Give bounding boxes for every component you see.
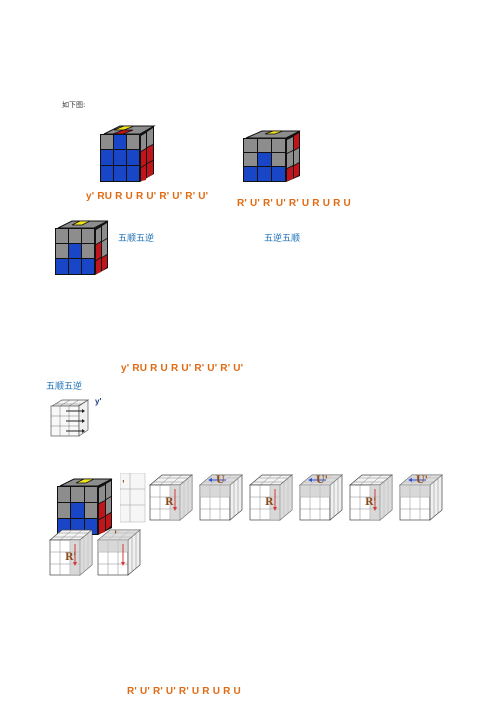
- rotation-diagram: [48, 398, 92, 440]
- step-cube-svg: U: [199, 474, 243, 521]
- algorithm-1: y' RU R U R U' R' U' R' U': [86, 191, 209, 202]
- caption-text: 如下图:: [62, 101, 86, 109]
- cube-image-2: [240, 130, 304, 186]
- rotation-label: y': [95, 397, 102, 406]
- cube-image-3: [52, 220, 112, 278]
- algorithm-3: y' RU R U R U' R' U' R' U': [121, 363, 244, 374]
- step-move-letter: ': [114, 530, 117, 541]
- step-move-letter: R: [165, 497, 174, 508]
- step-move-letter: U': [316, 475, 328, 486]
- step-panel-row2-1: R': [48, 528, 94, 578]
- step-panel-2: U: [198, 473, 244, 523]
- step-cube-svg: R: [249, 474, 293, 521]
- step-move-letter: U': [416, 475, 428, 486]
- step-move-letter: R': [365, 497, 376, 508]
- step-cube-svg: R: [149, 474, 193, 521]
- step-panel-1: R: [148, 473, 194, 523]
- algorithm-4: R' U' R' U' R' U R U R U: [127, 686, 241, 697]
- step-panel-row2-2: ': [96, 528, 142, 578]
- cube-image-1: [96, 124, 160, 186]
- step-panel-6: U': [398, 473, 444, 523]
- step-panel-partial: ': [120, 473, 146, 523]
- step-cube-svg: R': [49, 529, 93, 576]
- label-five-reverse: 五逆五顺: [264, 234, 301, 244]
- algorithm-2: R' U' R' U' R' U R U R U: [237, 198, 351, 209]
- step-cube-svg: R': [349, 474, 393, 521]
- label-five-forward-2: 五顺五逆: [46, 382, 83, 392]
- step-panel-3: R: [248, 473, 294, 523]
- label-five-forward: 五顺五逆: [118, 234, 155, 244]
- step-move-letter: R: [265, 497, 274, 508]
- step-move-letter: R': [65, 552, 76, 563]
- step-move-letter: U: [216, 475, 225, 486]
- step-cube-svg: U': [299, 474, 343, 521]
- svg-text:': ': [122, 480, 125, 490]
- step-cube-svg: U': [399, 474, 443, 521]
- step-panel-5: R': [348, 473, 394, 523]
- step-panel-4: U': [298, 473, 344, 523]
- step-cube-svg: ': [97, 529, 141, 576]
